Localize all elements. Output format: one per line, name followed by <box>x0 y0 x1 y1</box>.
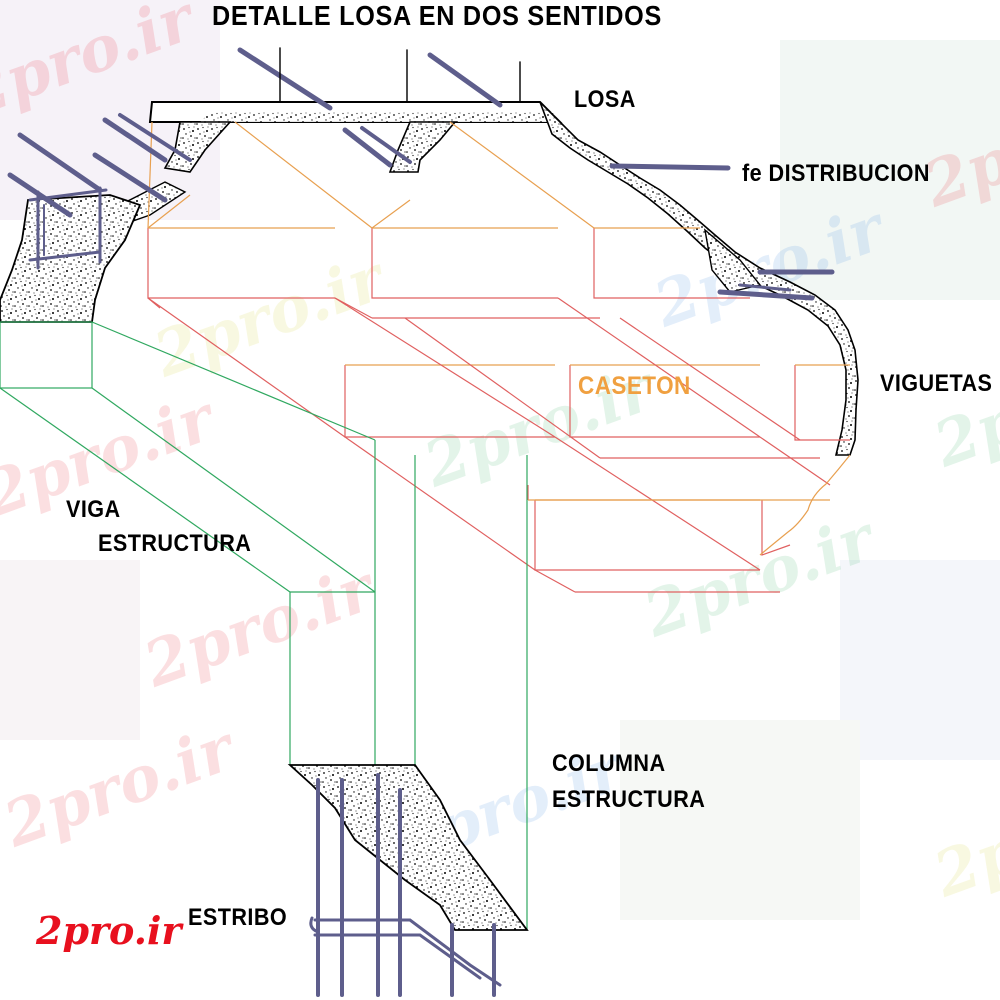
background-tile <box>620 720 860 920</box>
beam-end-section <box>0 194 142 323</box>
background-tile <box>840 560 1000 760</box>
label-estribo: ESTRIBO <box>188 904 288 931</box>
label-viga-line2: ESTRUCTURA <box>98 530 252 557</box>
label-columna-line1: COLUMNA <box>552 750 666 777</box>
watermark-logo: 2pro.ir <box>36 908 182 953</box>
label-columna-line2: ESTRUCTURA <box>552 786 706 813</box>
structural-beam <box>0 321 376 593</box>
label-viga-line1: VIGA <box>66 496 121 523</box>
background-tile <box>0 560 140 740</box>
label-losa: LOSA <box>574 86 636 113</box>
caseton-blocks <box>147 121 851 593</box>
column-section <box>287 764 529 931</box>
label-fe-distribucion: fe DISTRIBUCION <box>742 160 930 187</box>
rebar-bars <box>7 47 835 997</box>
label-caseton: CASETON <box>578 372 691 400</box>
label-viguetas: VIGUETAS <box>880 370 993 397</box>
background-tile <box>780 40 1000 300</box>
structural-column <box>289 440 528 930</box>
page-title: DETALLE LOSA EN DOS SENTIDOS <box>212 0 662 31</box>
